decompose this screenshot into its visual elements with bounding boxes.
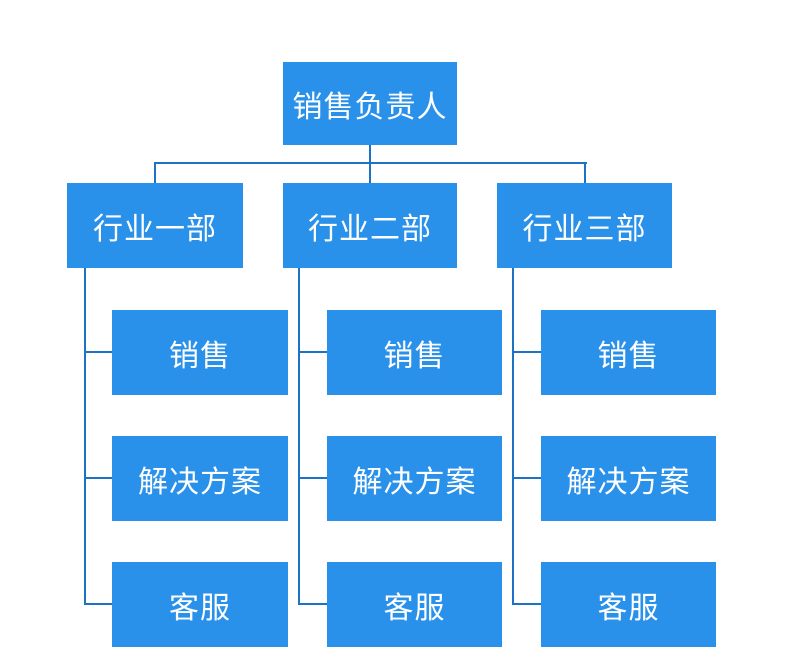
org-node-dept1-support: 客服	[112, 562, 288, 647]
connector-dept1-spine	[84, 268, 86, 605]
connector-dept1-child3-stub	[84, 603, 112, 605]
connector-dept2-child3-stub	[298, 603, 327, 605]
org-node-dept2-sales: 销售	[327, 310, 502, 395]
connector-dept1-child1-stub	[84, 351, 112, 353]
org-node-dept1-sales: 销售	[112, 310, 288, 395]
connector-dept3-drop	[584, 162, 586, 183]
org-node-dept2: 行业二部	[283, 183, 457, 268]
org-node-root: 销售负责人	[283, 62, 457, 145]
connector-dept3-child2-stub	[512, 477, 541, 479]
org-node-dept2-solutions: 解决方案	[327, 436, 502, 521]
connector-dept3-child3-stub	[512, 603, 541, 605]
connector-dept2-child1-stub	[298, 351, 327, 353]
connector-dept3-child1-stub	[512, 351, 541, 353]
connector-dept1-child2-stub	[84, 477, 112, 479]
org-node-dept3-support: 客服	[541, 562, 716, 647]
connector-dept2-child2-stub	[298, 477, 327, 479]
connector-dept2-spine	[298, 268, 300, 605]
org-node-dept1-solutions: 解决方案	[112, 436, 288, 521]
org-node-dept3-solutions: 解决方案	[541, 436, 716, 521]
org-node-dept1: 行业一部	[67, 183, 243, 268]
org-node-dept3: 行业三部	[497, 183, 672, 268]
connector-dept3-spine	[512, 268, 514, 605]
connector-dept1-drop	[154, 162, 156, 183]
connector-dept2-drop	[369, 162, 371, 183]
connector-root-drop	[369, 144, 371, 164]
org-node-dept3-sales: 销售	[541, 310, 716, 395]
org-node-dept2-support: 客服	[327, 562, 502, 647]
